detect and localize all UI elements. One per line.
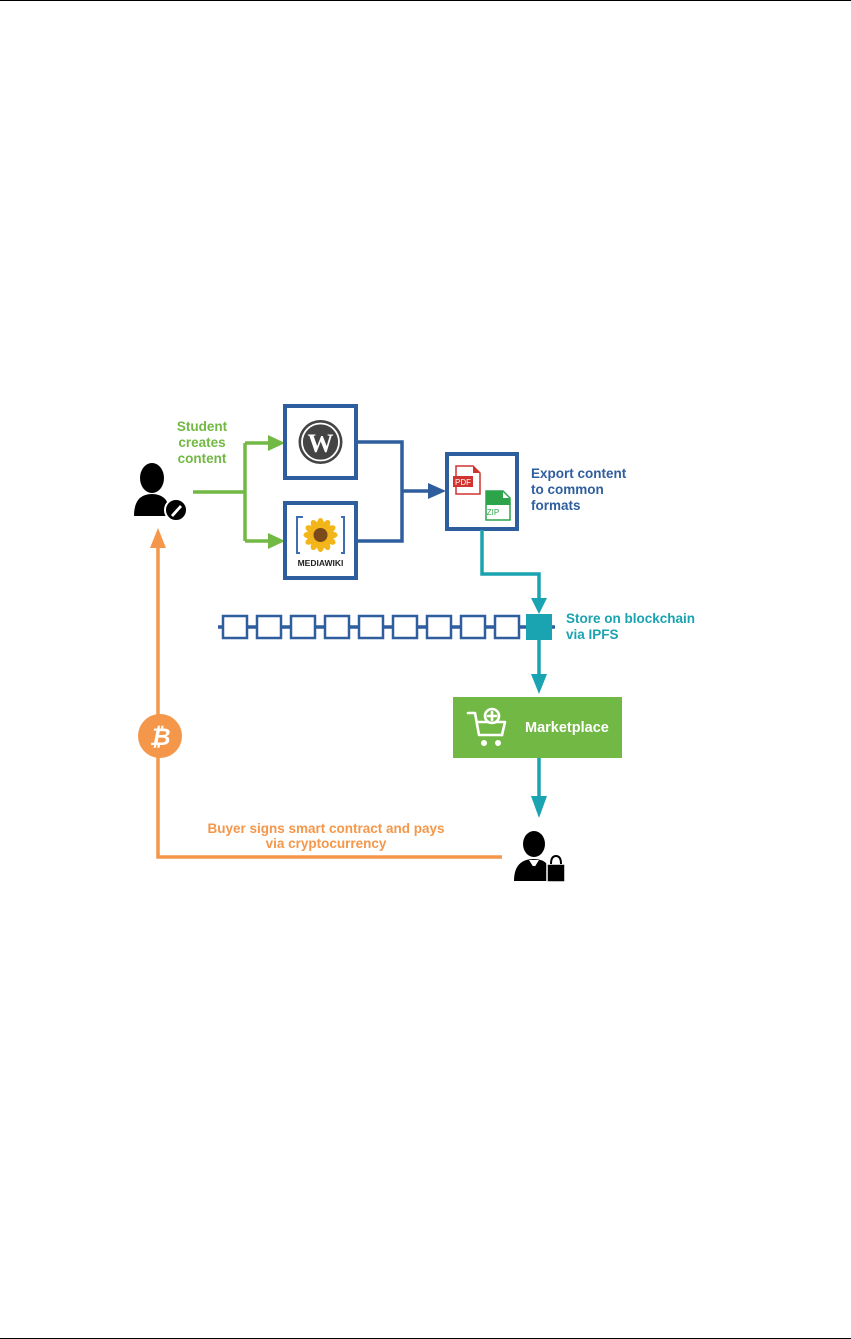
bitcoin-icon: ₿ — [138, 714, 182, 758]
buyer-label-2: via cryptocurrency — [266, 836, 387, 851]
arrow-to-buyer — [531, 796, 547, 818]
chain-block — [425, 614, 453, 640]
arrow-to-student — [150, 528, 166, 548]
mediawiki-sunflower-icon: MEDIAWIKI — [296, 516, 345, 568]
mediawiki-text: MEDIAWIKI — [298, 558, 344, 568]
chain-block — [255, 614, 283, 640]
marketplace-box — [453, 697, 622, 758]
buyer-shopping-icon — [514, 831, 566, 883]
chain-block — [493, 614, 521, 640]
buyer-label-1: Buyer signs smart contract and pays — [207, 821, 444, 836]
zip-file-icon: ZIP — [485, 490, 511, 521]
export-label-1: Export content — [531, 466, 627, 481]
student-label-2: creates — [178, 435, 225, 450]
marketplace-label: Marketplace — [525, 720, 609, 736]
wordpress-icon: W — [298, 420, 343, 464]
export-label-2: to common — [531, 482, 604, 497]
teal-connector-export — [480, 530, 541, 600]
arrow-to-wordpress — [268, 435, 285, 451]
page-top-rule — [0, 0, 851, 1]
chain-block — [289, 614, 317, 640]
bitcoin-glyph: ₿ — [149, 723, 170, 751]
export-label-3: formats — [531, 498, 581, 513]
arrow-to-mediawiki — [268, 533, 285, 549]
zip-tag: ZIP — [487, 508, 499, 517]
arrow-to-export — [428, 483, 446, 499]
chain-block — [391, 614, 419, 640]
wordpress-glyph: W — [308, 429, 334, 458]
pdf-file-icon: PDF — [453, 465, 481, 495]
arrow-to-blockchain — [531, 598, 547, 614]
cart-add-icon — [466, 707, 507, 746]
blockchain-chain — [218, 614, 555, 640]
blue-merge-connector — [356, 440, 430, 543]
student-label-3: content — [178, 451, 227, 466]
chain-block — [323, 614, 351, 640]
arrow-to-marketplace — [531, 674, 547, 694]
pdf-tag: PDF — [455, 478, 471, 487]
chain-block — [221, 614, 249, 640]
orange-return-connector — [156, 545, 502, 859]
chain-block — [357, 614, 385, 640]
chain-block-new — [526, 614, 552, 640]
chain-block — [459, 614, 487, 640]
student-label-1: Student — [177, 419, 228, 434]
store-label-1: Store on blockchain — [566, 611, 695, 626]
green-split-connector — [193, 441, 270, 543]
store-label-2: via IPFS — [566, 627, 619, 642]
student-editor-icon — [134, 463, 188, 522]
